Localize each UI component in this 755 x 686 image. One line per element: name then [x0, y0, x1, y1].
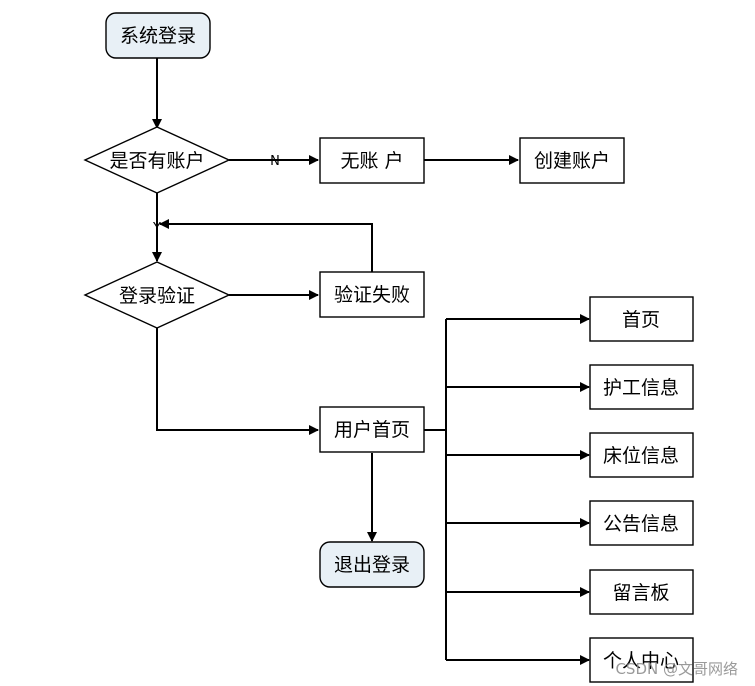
node-notice-info-label: 公告信息 [603, 513, 679, 535]
node-message-board: 留言板 [589, 569, 694, 615]
node-bed-info-label: 床位信息 [603, 445, 679, 467]
node-personal-center: 个人中心 [589, 637, 694, 683]
node-verify-failed: 验证失败 [319, 271, 425, 318]
node-create-account: 创建账户 [519, 137, 625, 184]
watermark: CSDN @文哥网络 [615, 660, 738, 678]
node-user-home: 用户首页 [319, 406, 425, 453]
node-verify-failed-label: 验证失败 [334, 284, 410, 306]
node-personal-center-label: 个人中心 [603, 650, 679, 672]
node-create-account-label: 创建账户 [534, 150, 610, 172]
decision-login-verify-label: 登录验证 [119, 285, 195, 307]
edge-label-yes: Y [152, 221, 161, 236]
node-home-label: 首页 [622, 309, 660, 331]
decision-has-account-label: 是否有账户 [109, 150, 204, 172]
node-login-label: 系统登录 [120, 25, 196, 47]
node-nursing-info-label: 护工信息 [603, 377, 679, 399]
node-user-home-label: 用户首页 [334, 419, 410, 441]
decision-has-account: 是否有账户 [83, 126, 231, 194]
node-nursing-info: 护工信息 [589, 364, 694, 410]
arrow-verify-failed-back [159, 219, 373, 272]
edge-label-no: N [270, 154, 280, 169]
node-home: 首页 [589, 296, 694, 342]
decision-login-verify: 登录验证 [83, 261, 231, 329]
connectors [152, 58, 590, 665]
node-notice-info: 公告信息 [589, 500, 694, 546]
node-bed-info: 床位信息 [589, 432, 694, 478]
node-logout-label: 退出登录 [334, 554, 410, 576]
arrow-login-verify-to-user-home [156, 328, 319, 435]
node-message-board-label: 留言板 [612, 582, 669, 604]
node-logout: 退出登录 [319, 541, 425, 588]
node-login: 系统登录 [105, 12, 211, 59]
node-no-account-label: 无账 户 [340, 150, 403, 172]
node-no-account: 无账 户 [319, 137, 425, 184]
